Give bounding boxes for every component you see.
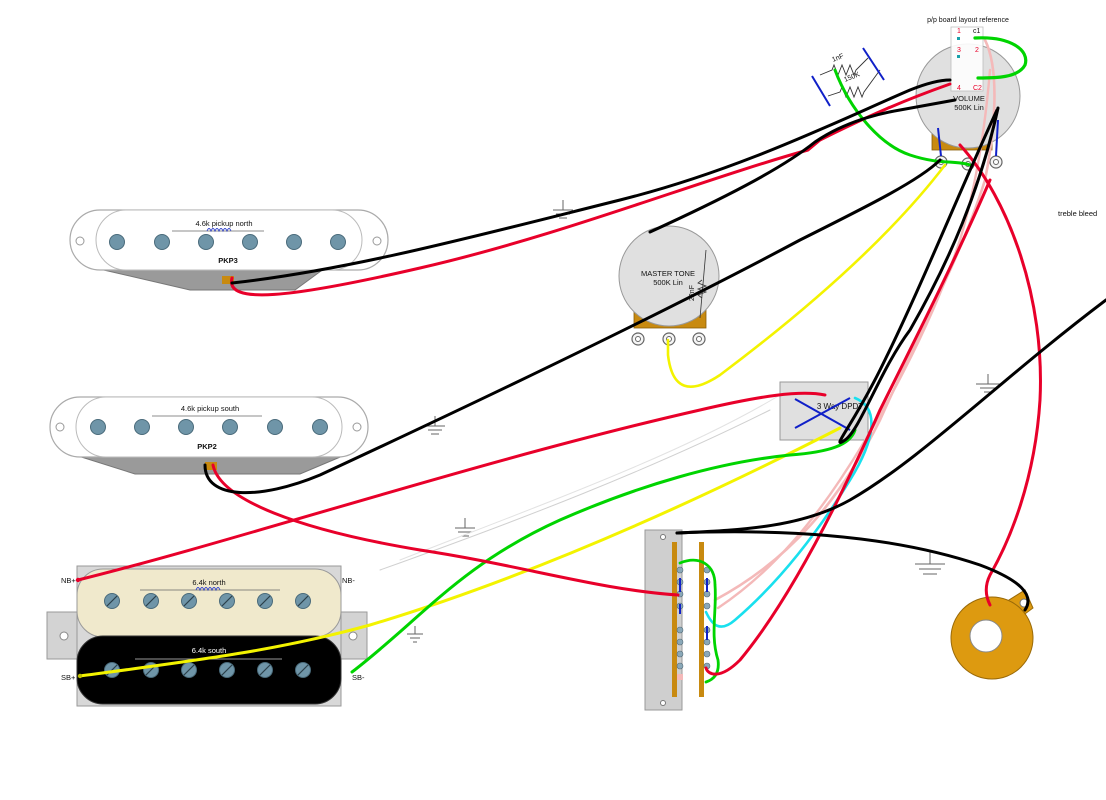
resistor-icon — [827, 69, 881, 99]
pin-3: 3 — [957, 47, 961, 54]
resistor-value: 150K — [843, 71, 861, 84]
pickup-pkp2: 4.6k pickup south PKP2 — [49, 396, 369, 475]
capacitor-icon — [819, 57, 869, 77]
pin-2: 2 — [975, 47, 979, 54]
humbucker: 6.4k north 6.4k south NB+ NB- SB+ SB- — [46, 565, 368, 707]
terminal-dots — [75, 577, 83, 679]
wires — [76, 36, 1106, 684]
pkp2-name: PKP2 — [197, 442, 217, 451]
humbucker-north-label: 6.4k north — [192, 578, 225, 587]
pkp2-label: 4.6k pickup south — [181, 404, 239, 413]
pickup-pkp3: 4.6k pickup north PKP3 — [69, 209, 389, 291]
tone-cap-value: 22nF — [689, 285, 696, 301]
board-pads — [676, 566, 711, 670]
volume-pot-title: VOLUME — [953, 94, 985, 103]
pin-4: 4 — [957, 85, 961, 92]
coil-icon — [206, 228, 232, 233]
pkp3-name: PKP3 — [218, 256, 238, 265]
pin-c2: C2 — [973, 85, 982, 92]
sb-plus-label: SB+ — [61, 673, 76, 682]
pin-1: 1 — [957, 28, 961, 35]
pp-board-title: p/p board layout reference — [927, 17, 1009, 24]
volume-pot-value: 500K Lin — [954, 103, 984, 112]
nb-plus-label: NB+ — [61, 576, 76, 585]
sb-minus-label: SB- — [352, 673, 365, 682]
cap-value: 1nF — [831, 53, 845, 64]
ground-icon — [915, 552, 945, 575]
ground-icon — [407, 626, 423, 643]
nb-minus-label: NB- — [342, 576, 355, 585]
pkp3-label: 4.6k pickup north — [195, 219, 252, 228]
tone-pot-title: MASTER TONE — [641, 269, 695, 278]
tone-pot: MASTER TONE 500K Lin 22nF — [618, 225, 720, 346]
ground-icon — [455, 518, 475, 537]
capacitor-icon — [696, 279, 708, 299]
tone-pot-value: 500K Lin — [653, 278, 683, 287]
treble-bleed-note: treble bleed — [1058, 209, 1097, 218]
pole-pieces — [109, 234, 346, 250]
pin-c1: c1 — [973, 28, 981, 35]
humbucker-south-label: 6.4k south — [192, 646, 227, 655]
switch-board — [644, 529, 711, 711]
switch-label: 3 Way DPDT — [817, 402, 863, 411]
output-jack — [950, 589, 1034, 680]
ground-icon — [976, 374, 1000, 393]
pole-pieces — [90, 419, 328, 435]
coil-icon — [195, 587, 221, 592]
